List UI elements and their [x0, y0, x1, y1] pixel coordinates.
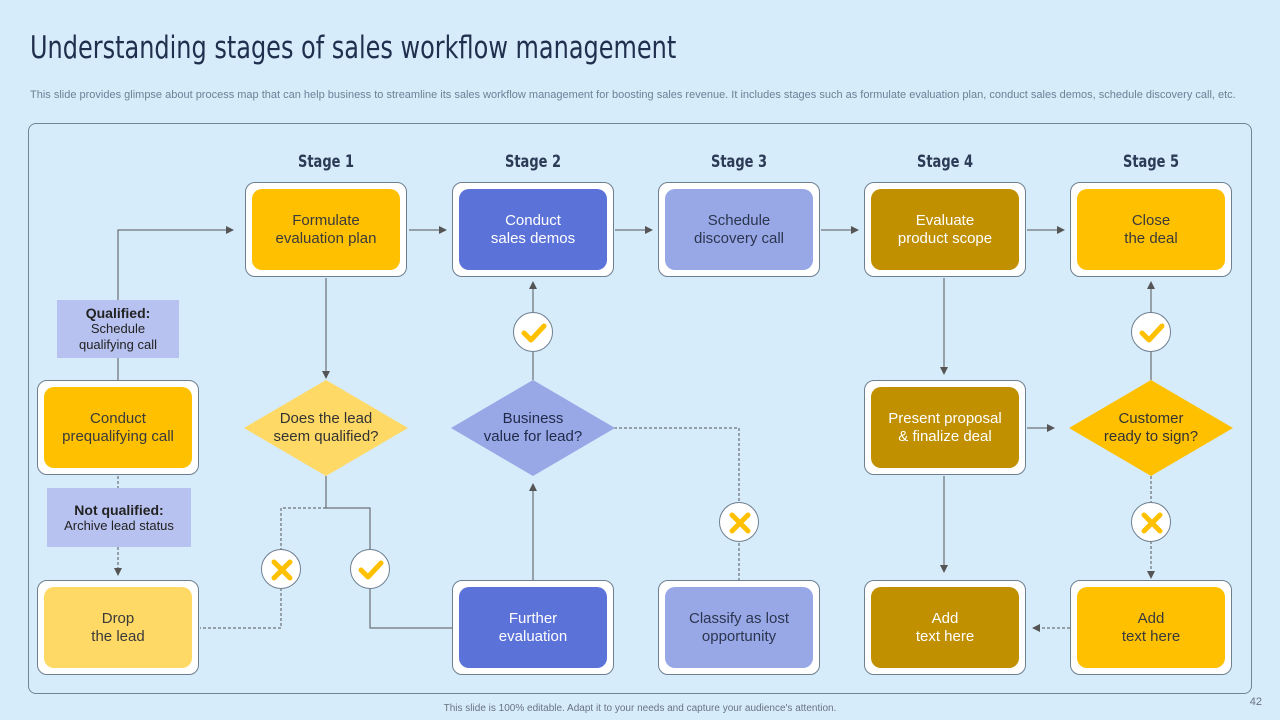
node-add1: Add text here — [864, 580, 1026, 675]
node-further: Further evaluation — [452, 580, 614, 675]
footer-note: This slide is 100% editable. Adapt it to… — [443, 703, 837, 714]
node-add1-text: Add text here — [871, 587, 1019, 668]
label-not-qualified-text: Archive lead status — [64, 517, 174, 533]
label-qualified-title: Qualified: — [85, 305, 151, 321]
node-prequal: Conduct prequalifying call — [37, 380, 199, 475]
check-icon — [513, 312, 553, 352]
node-drop-text: Drop the lead — [44, 587, 192, 668]
node-schedule: Schedule discovery call — [658, 182, 820, 277]
node-classify-text: Classify as lost opportunity — [665, 587, 813, 668]
node-add2-text: Add text here — [1077, 587, 1225, 668]
page-title: Understanding stages of sales workflow m… — [30, 30, 677, 66]
node-further-text: Further evaluation — [459, 587, 607, 668]
page-subtitle: This slide provides glimpse about proces… — [30, 89, 1236, 101]
label-not-qualified-title: Not qualified: — [74, 501, 164, 518]
label-qualified: Qualified: Schedule qualifying call — [57, 300, 179, 358]
label-qualified-text: Schedule qualifying call — [78, 321, 158, 352]
node-close: Close the deal — [1070, 182, 1232, 277]
decision-customer-text: Customer ready to sign? — [1103, 410, 1199, 445]
node-evaluate-text: Evaluate product scope — [871, 189, 1019, 270]
label-not-qualified: Not qualified: Archive lead status — [47, 488, 191, 547]
node-proposal-text: Present proposal & finalize deal — [871, 387, 1019, 468]
diagram-frame — [28, 123, 1252, 694]
cross-icon — [1131, 502, 1171, 542]
node-add2: Add text here — [1070, 580, 1232, 675]
cross-icon — [719, 502, 759, 542]
cross-icon — [261, 549, 301, 589]
stage-label-4: Stage 4 — [916, 152, 974, 172]
decision-qualified-text: Does the lead seem qualified? — [273, 410, 379, 445]
node-formulate-text: Formulate evaluation plan — [252, 189, 400, 270]
stage-label-1: Stage 1 — [297, 152, 355, 172]
node-schedule-text: Schedule discovery call — [665, 189, 813, 270]
check-icon — [1131, 312, 1171, 352]
check-icon — [350, 549, 390, 589]
node-demos: Conduct sales demos — [452, 182, 614, 277]
stage-label-5: Stage 5 — [1122, 152, 1180, 172]
page-number: 42 — [1249, 696, 1262, 708]
node-proposal: Present proposal & finalize deal — [864, 380, 1026, 475]
stage-label-3: Stage 3 — [710, 152, 768, 172]
decision-business: Business value for lead? — [451, 380, 615, 476]
stage-label-2: Stage 2 — [504, 152, 562, 172]
decision-business-text: Business value for lead? — [483, 410, 583, 445]
decision-customer: Customer ready to sign? — [1069, 380, 1233, 476]
node-prequal-text: Conduct prequalifying call — [44, 387, 192, 468]
node-close-text: Close the deal — [1077, 189, 1225, 270]
node-evaluate: Evaluate product scope — [864, 182, 1026, 277]
node-formulate: Formulate evaluation plan — [245, 182, 407, 277]
node-classify: Classify as lost opportunity — [658, 580, 820, 675]
decision-qualified: Does the lead seem qualified? — [244, 380, 408, 476]
node-drop: Drop the lead — [37, 580, 199, 675]
node-demos-text: Conduct sales demos — [459, 189, 607, 270]
